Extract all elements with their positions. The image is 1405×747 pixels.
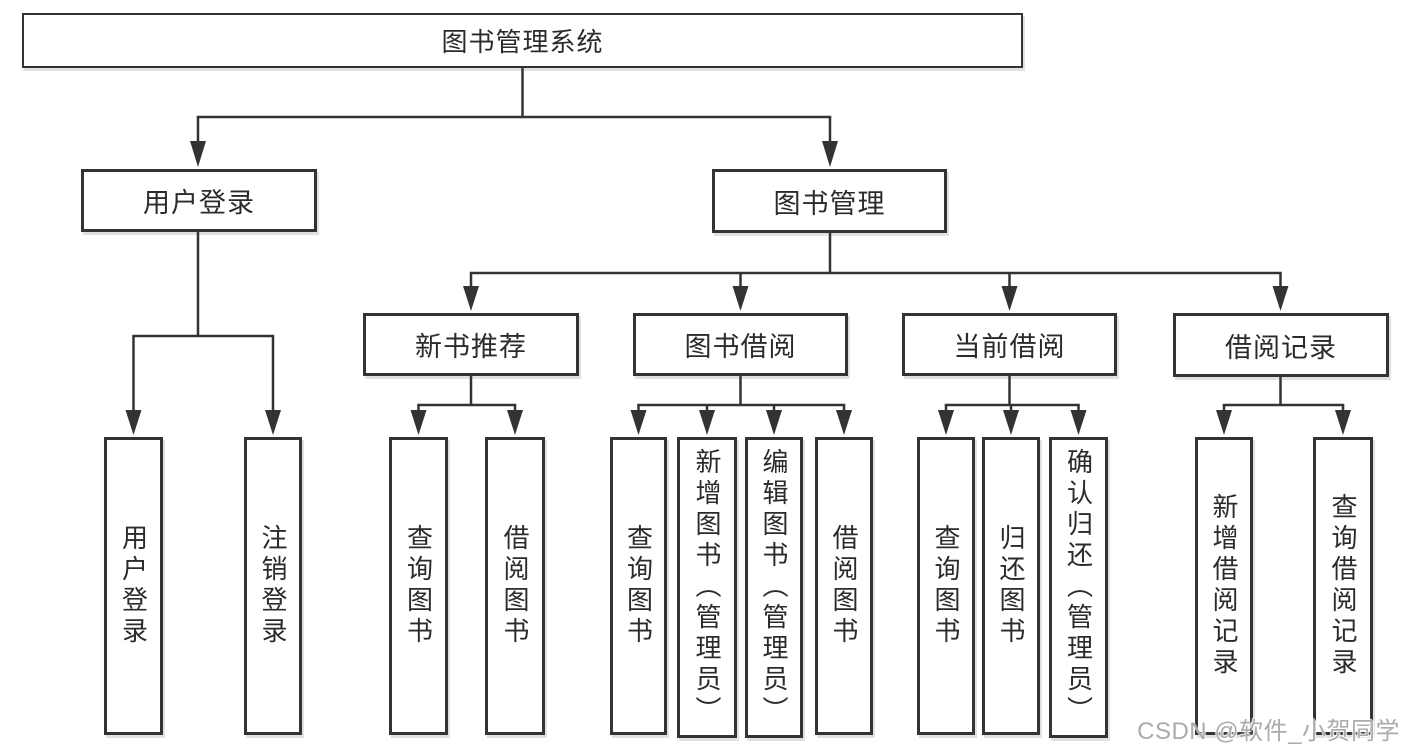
node-book-borrowing-label: 图书借阅: [684, 332, 797, 362]
node-user-login-group-label: 用户登录: [143, 188, 255, 218]
leaf-br-add-record: 新增借阅记录: [1195, 437, 1253, 735]
leaf-logout: 注销登录: [244, 437, 302, 735]
leaf-logout-label: 注销登录: [258, 524, 288, 648]
leaf-br-query-record-label: 查询借阅记录: [1328, 493, 1358, 679]
node-current-borrowing: 当前借阅: [902, 313, 1117, 376]
node-root: 图书管理系统: [22, 13, 1023, 68]
leaf-cb-return-books-label: 归还图书: [996, 524, 1026, 648]
leaf-bb-query-books-label: 查询图书: [623, 524, 654, 648]
node-book-management-label: 图书管理: [773, 188, 886, 219]
leaf-nbr-query-books: 查询图书: [389, 437, 448, 735]
leaf-nbr-borrow-books: 借阅图书: [485, 437, 545, 735]
node-borrowing-records-label: 借阅记录: [1225, 332, 1337, 363]
leaf-user-login: 用户登录: [104, 437, 163, 735]
leaf-user-login-label: 用户登录: [118, 524, 149, 648]
node-borrowing-records: 借阅记录: [1173, 313, 1389, 377]
leaf-cb-confirm-return-label: 确认归还（管理员）: [1063, 448, 1094, 727]
node-user-login-group: 用户登录: [81, 169, 317, 232]
node-root-label: 图书管理系统: [441, 27, 604, 57]
node-book-borrowing: 图书借阅: [633, 313, 848, 376]
leaf-nbr-query-books-label: 查询图书: [403, 524, 434, 648]
leaf-nbr-borrow-books-label: 借阅图书: [500, 524, 530, 648]
leaf-bb-edit-books-label: 编辑图书（管理员）: [759, 448, 789, 727]
leaf-bb-borrow-books-label: 借阅图书: [829, 524, 859, 648]
node-new-book-recommend-label: 新书推荐: [415, 332, 527, 362]
leaf-bb-add-books-label: 新增图书（管理员）: [692, 448, 722, 727]
leaf-cb-confirm-return: 确认归还（管理员）: [1049, 437, 1108, 738]
arrowheads: [125, 141, 1351, 435]
node-new-book-recommend: 新书推荐: [363, 313, 579, 376]
leaf-cb-query-books-label: 查询图书: [931, 524, 961, 648]
leaf-bb-add-books: 新增图书（管理员）: [677, 437, 737, 738]
leaf-bb-borrow-books: 借阅图书: [815, 437, 873, 735]
leaf-br-query-record: 查询借阅记录: [1313, 437, 1373, 735]
node-current-borrowing-label: 当前借阅: [953, 332, 1066, 362]
leaf-cb-query-books: 查询图书: [917, 437, 975, 735]
leaf-bb-edit-books: 编辑图书（管理员）: [745, 437, 803, 738]
leaf-br-add-record-label: 新增借阅记录: [1209, 493, 1239, 679]
watermark: CSDN @软件_小贺同学: [1137, 718, 1400, 745]
leaf-cb-return-books: 归还图书: [982, 437, 1040, 735]
leaf-bb-query-books: 查询图书: [610, 437, 667, 735]
node-book-management: 图书管理: [712, 169, 947, 233]
